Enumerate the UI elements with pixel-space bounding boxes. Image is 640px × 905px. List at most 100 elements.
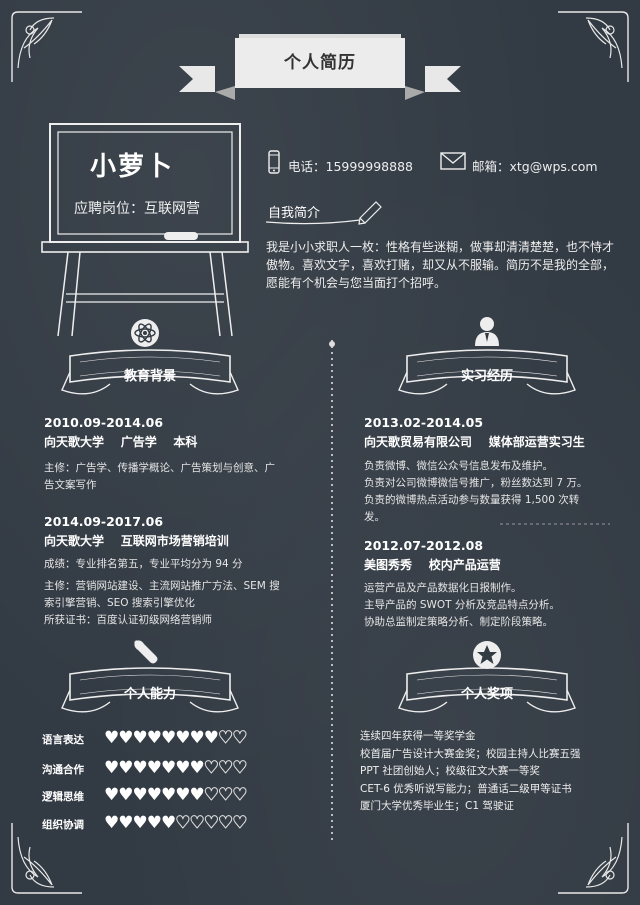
heart-empty-icon: ♥: [203, 758, 219, 779]
intern-2-date: 2012.07-2012.08: [364, 538, 484, 553]
heart-filled-icon: ♥: [146, 813, 162, 833]
heart-empty-icon: ♥: [217, 813, 233, 834]
heart-empty-icon: ♥: [232, 785, 248, 806]
edu-2-line-2: 主修：营销网站建设、主流网站推广方法、SEM 搜: [44, 580, 280, 592]
skills-ribbon: [61, 667, 239, 713]
intro-heading: 自我简介: [268, 206, 321, 221]
heart-filled-icon: ♥: [146, 758, 162, 778]
skill-rating-1: ♥♥♥♥♥♥♥♥♥♥: [104, 728, 248, 749]
heart-empty-icon: ♥: [175, 813, 191, 834]
heart-empty-icon: ♥: [217, 785, 233, 806]
heart-filled-icon: ♥: [189, 728, 205, 748]
pencil-underline-icon: [265, 201, 382, 225]
award-line-2: 校首届广告设计大赛金奖；校园主持人比赛五强: [360, 747, 581, 760]
internship-ribbon: [398, 349, 576, 395]
heart-filled-icon: ♥: [104, 728, 119, 748]
heart-filled-icon: ♥: [146, 785, 162, 805]
heart-filled-icon: ♥: [161, 728, 176, 748]
title-banner: [179, 34, 461, 100]
heart-empty-icon: ♥: [203, 785, 219, 806]
heart-filled-icon: ♥: [118, 758, 133, 778]
businessman-icon: [475, 317, 499, 346]
edu-2-line-1: 成绩：专业排名第五，专业平均分为 94 分: [44, 558, 243, 570]
award-line-3: PPT 社团创始人；校级征文大赛一等奖: [360, 765, 540, 778]
dashed-separator: [500, 523, 610, 525]
heart-filled-icon: ♥: [175, 758, 190, 778]
heart-filled-icon: ♥: [118, 785, 133, 805]
edu-2-date: 2014.09-2017.06: [44, 514, 164, 529]
heart-filled-icon: ♥: [104, 813, 119, 833]
candidate-name: 小萝卜: [90, 152, 175, 182]
edu-1-line-2: 告文案写作: [44, 479, 97, 491]
heart-filled-icon: ♥: [203, 728, 219, 748]
edu-2-line-3: 索引擎营销、SEO 搜索引擎优化: [44, 597, 195, 609]
intern-2-line-1: 运营产品及产品数据化日报制作。: [364, 582, 522, 594]
heart-filled-icon: ♥: [189, 758, 205, 778]
phone-number: 电话：15999998888: [288, 159, 413, 174]
atom-icon: [131, 319, 159, 347]
corner-ornament-top-right: [558, 11, 629, 82]
intro-text: 我是小小求职人一枚：性格有些迷糊，做事却清清楚楚，也不恃才傲物。喜欢文字，喜欢打…: [266, 240, 615, 290]
intern-1-org: 向天歌贸易有限公司 媒体部运营实习生: [364, 435, 585, 449]
email-icon: [440, 152, 466, 170]
intern-1-line-1: 负责微博、微信公众号信息发布及维护。: [364, 460, 553, 472]
awards-list: 连续四年获得一等奖学金 校首届广告设计大赛金奖；校园主持人比赛五强 PPT 社团…: [360, 728, 620, 816]
email-address: 邮箱：xtg@wps.com: [472, 159, 598, 174]
heart-filled-icon: ♥: [175, 785, 190, 805]
corner-ornament-bottom-right: [558, 823, 629, 894]
page-title: 个人简历: [284, 53, 356, 73]
wrench-icon: [134, 640, 158, 664]
heart-filled-icon: ♥: [104, 758, 119, 778]
skills-heading: 个人能力: [123, 687, 176, 702]
heart-filled-icon: ♥: [132, 813, 148, 833]
award-line-1: 连续四年获得一等奖学金: [360, 730, 476, 742]
education-heading: 教育背景: [123, 369, 176, 384]
applied-position: 应聘岗位：互联网营: [74, 201, 200, 217]
skill-label-4: 组织协调: [42, 819, 84, 831]
heart-empty-icon: ♥: [232, 728, 248, 749]
edu-2-line-4: 所获证书：百度认证初级网络营销师: [44, 614, 212, 626]
skill-label-1: 语言表达: [42, 734, 84, 746]
intern-1-date: 2013.02-2014.05: [364, 415, 484, 430]
edu-1-org: 向天歌大学 广告学 本科: [44, 435, 198, 449]
edu-1-line-1: 主修：广告学、传播学概论、广告策划与创意、广: [44, 462, 275, 474]
intern-2-line-3: 协助总监制定策略分析、制定阶段策略。: [364, 616, 553, 628]
award-line-4: CET-6 优秀听说写能力；普通话二级甲等证书: [360, 782, 572, 795]
heart-filled-icon: ♥: [132, 758, 148, 778]
education-ribbon: [61, 349, 239, 395]
heart-filled-icon: ♥: [118, 728, 133, 748]
skill-label-3: 逻辑思维: [42, 791, 84, 803]
award-line-5: 厦门大学优秀毕业生；C1 驾驶证: [360, 800, 514, 813]
corner-ornament-bottom-left: [11, 823, 82, 894]
intern-1-line-4: 发。: [364, 511, 385, 523]
internship-heading: 实习经历: [460, 369, 513, 384]
intern-2-line-2: 主导产品的 SWOT 分析及竞品特点分析。: [364, 599, 560, 611]
heart-filled-icon: ♥: [146, 728, 162, 748]
heart-empty-icon: ♥: [203, 813, 219, 834]
edu-2-org: 向天歌大学 互联网市场营销培训: [44, 534, 229, 548]
heart-empty-icon: ♥: [232, 758, 248, 779]
heart-filled-icon: ♥: [161, 813, 176, 833]
skill-rating-3: ♥♥♥♥♥♥♥♥♥♥: [104, 785, 248, 806]
column-divider: [329, 340, 335, 840]
easel-board-drawing: [41, 123, 249, 337]
heart-filled-icon: ♥: [132, 785, 148, 805]
heart-empty-icon: ♥: [232, 813, 248, 834]
awards-ribbon: [398, 667, 576, 713]
heart-filled-icon: ♥: [175, 728, 190, 748]
heart-empty-icon: ♥: [189, 813, 205, 834]
awards-heading: 个人奖项: [460, 687, 513, 702]
intern-2-org: 美图秀秀 校内产品运营: [364, 558, 501, 572]
skill-rating-2: ♥♥♥♥♥♥♥♥♥♥: [104, 758, 248, 779]
phone-icon: [268, 150, 280, 174]
heart-filled-icon: ♥: [161, 785, 176, 805]
edu-1-date: 2010.09-2014.06: [44, 415, 164, 430]
heart-filled-icon: ♥: [189, 785, 205, 805]
heart-empty-icon: ♥: [217, 758, 233, 779]
intern-1-line-2: 负责对公司微博微信号推广，粉丝数达到 7 万。: [364, 477, 588, 489]
skill-label-2: 沟通合作: [42, 764, 84, 776]
heart-filled-icon: ♥: [104, 785, 119, 805]
heart-filled-icon: ♥: [118, 813, 133, 833]
skill-rating-4: ♥♥♥♥♥♥♥♥♥♥: [104, 813, 248, 834]
